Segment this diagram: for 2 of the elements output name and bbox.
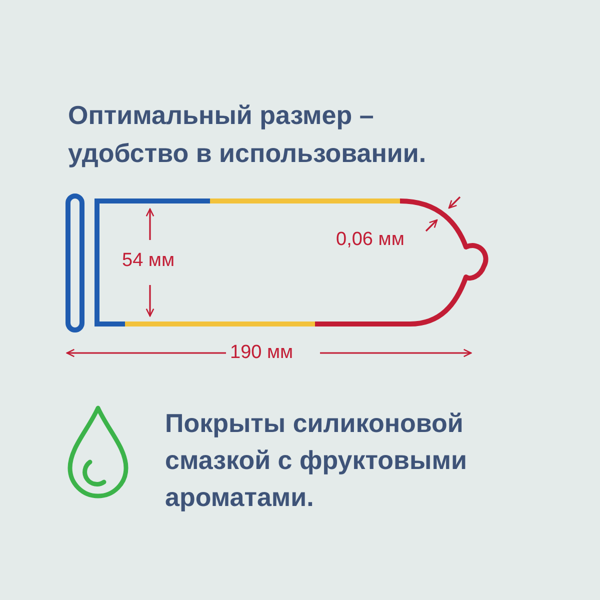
feature-text: Покрыты силиконовой смазкой с фруктовыми ароматами. <box>165 407 468 514</box>
title: Оптимальный размер – удобство в использовании. <box>68 99 428 170</box>
